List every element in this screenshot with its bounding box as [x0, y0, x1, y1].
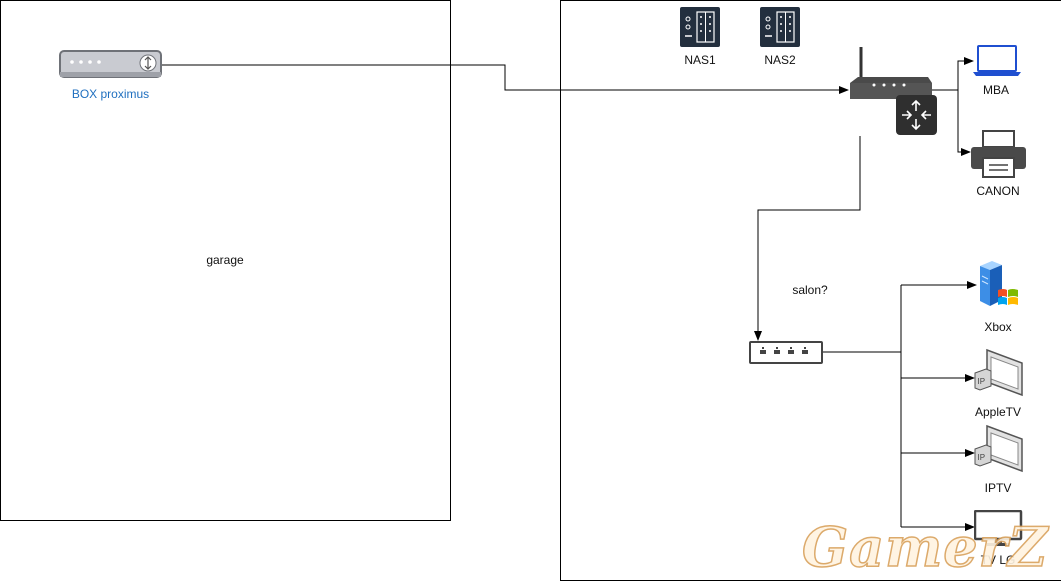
- wireless-router[interactable]: [848, 45, 940, 137]
- mba-laptop[interactable]: [972, 45, 1022, 78]
- nas1[interactable]: [680, 7, 720, 47]
- appletv[interactable]: IP: [974, 347, 1024, 397]
- laptop-icon: [973, 45, 1021, 76]
- connector-router-canon[interactable]: [957, 90, 971, 156]
- iptv[interactable]: IP: [974, 423, 1024, 473]
- canon-label: CANON: [976, 184, 1020, 198]
- tvlg-label: TV LG: [980, 553, 1016, 567]
- nas-icon: [680, 7, 720, 47]
- network-switch-icon: [749, 341, 823, 364]
- tv-lg[interactable]: [974, 510, 1024, 548]
- connector-router-switch[interactable]: [754, 136, 861, 341]
- salon-label: salon?: [792, 283, 828, 297]
- connector-box-router[interactable]: [160, 64, 849, 94]
- printer-icon: [971, 130, 1026, 178]
- connector-router-mba[interactable]: [930, 57, 974, 91]
- monitor-icon: [974, 510, 1023, 546]
- windows-server-icon: [980, 261, 1018, 306]
- ip-display-icon: IP: [974, 348, 1023, 397]
- iptv-label: IPTV: [984, 481, 1012, 495]
- nas2[interactable]: [760, 7, 800, 47]
- home-zone: [560, 0, 1061, 581]
- watermark-logo: GamerZ: [801, 514, 1049, 580]
- box-proximus[interactable]: [59, 50, 162, 79]
- xbox-label: Xbox: [984, 320, 1012, 334]
- appletv-label: AppleTV: [974, 405, 1022, 419]
- mba-label: MBA: [982, 83, 1009, 97]
- xbox[interactable]: [976, 260, 1020, 308]
- nas-icon: [760, 7, 800, 47]
- ip-display-icon: IP: [974, 424, 1023, 473]
- network-switch[interactable]: [749, 341, 823, 364]
- nas1-label: NAS1: [684, 53, 716, 67]
- garage-zone: [0, 0, 451, 521]
- canon-printer[interactable]: [970, 130, 1027, 178]
- wireless-router-icon: [850, 47, 937, 135]
- nas2-label: NAS2: [764, 53, 796, 67]
- garage-label: garage: [206, 253, 244, 267]
- modem-icon: [59, 50, 162, 78]
- box-proximus-label: BOX proximus: [71, 87, 150, 101]
- svg-text:IP: IP: [978, 453, 986, 462]
- svg-text:IP: IP: [978, 377, 986, 386]
